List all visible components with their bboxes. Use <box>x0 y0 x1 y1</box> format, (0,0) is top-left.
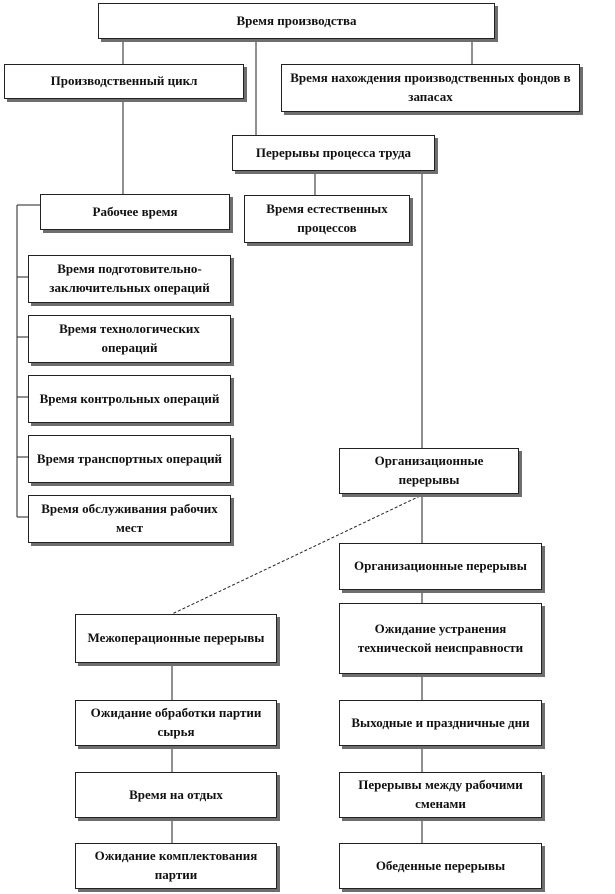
node-label: Организационные перерывы <box>354 558 527 574</box>
node-label: Время естественных процессов <box>266 201 388 235</box>
node-tech-ops: Время технологических операций <box>28 315 231 363</box>
node-production-time: Время производства <box>98 3 495 39</box>
node-natural-processes: Время естественных процессов <box>244 195 410 243</box>
node-label: Обеденные перерывы <box>375 857 506 873</box>
node-stock-time: Время нахождения производственных фондов… <box>281 64 580 112</box>
node-label: Время производства <box>236 12 357 28</box>
node-label: Организационные перерывы <box>374 453 484 487</box>
node-label: Время нахождения производственных фондов… <box>290 70 571 104</box>
node-workplace-service: Время обслуживания рабочих мест <box>28 495 231 543</box>
node-fault-wait: Ожидание устранения технической неисправ… <box>339 603 542 674</box>
node-weekends: Выходные и праздничные дни <box>339 700 542 746</box>
node-shift-breaks: Перерывы между рабочими сменами <box>339 772 542 818</box>
node-label: Перерывы между рабочими сменами <box>358 777 523 811</box>
node-production-cycle: Производственный цикл <box>4 64 244 99</box>
node-work-time: Рабочее время <box>40 194 230 230</box>
node-interop-breaks: Межоперационные перерывы <box>75 614 277 663</box>
node-transport-ops: Время транспортных операций <box>28 435 231 483</box>
node-label: Время транспортных операций <box>36 450 223 466</box>
node-label: Время подготовительно-заключительных опе… <box>49 261 210 295</box>
node-label: Межоперационные перерывы <box>87 630 265 646</box>
node-label: Рабочее время <box>92 203 178 219</box>
node-label: Ожидание комплектования партии <box>94 848 258 882</box>
node-raw-wait: Ожидание обработки партии сырья <box>75 700 277 746</box>
node-prep-ops: Время подготовительно-заключительных опе… <box>28 255 231 303</box>
node-label: Выходные и праздничные дни <box>351 714 530 730</box>
node-label: Время контрольных операций <box>39 390 220 406</box>
node-control-ops: Время контрольных операций <box>28 375 231 423</box>
node-labor-breaks: Перерывы процесса труда <box>232 135 435 171</box>
node-kit-wait: Ожидание комплектования партии <box>75 843 277 889</box>
node-org-breaks-1: Организационные перерывы <box>339 448 519 494</box>
node-lunch-breaks: Обеденные перерывы <box>339 843 542 889</box>
node-org-breaks-2: Организационные перерывы <box>339 543 542 590</box>
node-label: Ожидание устранения технической неисправ… <box>357 620 524 655</box>
node-label: Время технологических операций <box>59 321 200 355</box>
node-rest-time: Время на отдых <box>75 772 277 818</box>
node-label: Время на отдых <box>129 786 223 802</box>
node-label: Перерывы процесса труда <box>255 144 412 160</box>
node-label: Производственный цикл <box>50 73 198 89</box>
node-label: Время обслуживания рабочих мест <box>41 501 218 535</box>
node-label: Ожидание обработки партии сырья <box>90 705 262 739</box>
